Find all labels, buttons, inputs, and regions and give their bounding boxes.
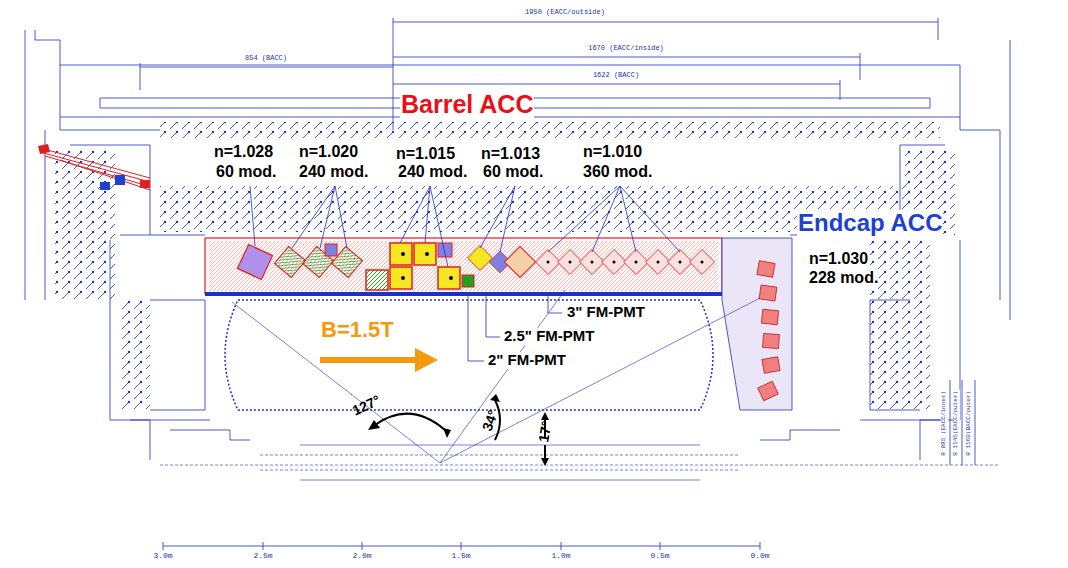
dimension-label: 1670 (EACC/inside) [587,45,665,53]
scale-tick: 0.0m [750,552,769,561]
field-label: B=1.5T [320,318,395,342]
index-label: n=1.015 [395,145,456,163]
angle-label: 17° [536,420,555,444]
index-label: n=1.028 [213,143,274,161]
index-label: n=1.020 [298,143,359,161]
radius-label: R 1145(EACC/outer) [953,390,960,457]
module-count: 60 mod. [482,163,544,181]
module-count: 228 mod. [808,269,879,287]
module-count: 240 mod. [298,163,369,181]
index-label: n=1.030 [808,250,869,268]
scale-tick: 0.5m [650,552,669,561]
radius-label: R 1160(BACC/outer) [966,390,973,457]
angle-label: 127° [350,393,383,419]
scale-tick: 1.5m [451,552,470,561]
section-title: Endcap ACC [797,210,943,236]
pmt-label: 2.5" FM-PMT [503,328,595,345]
pmt-label: 2" FM-PMT [487,352,567,369]
pmt-label: 3" FM-PMT [566,304,646,321]
scale-tick: 1.0m [551,552,570,561]
dimension-label: 1622 (BACC) [592,72,640,80]
dimension-label: 854 (BACC) [244,55,288,63]
scale-tick: 2.5m [253,552,272,561]
scale-tick: 2.0m [352,552,371,561]
angle-label: 34° [480,408,502,433]
module-count: 360 mod. [582,163,653,181]
index-label: n=1.013 [480,145,541,163]
scale-tick: 3.0m [153,552,172,561]
module-count: 240 mod. [397,163,468,181]
dimension-label: 1950 (EACC/outside) [524,9,606,17]
radius-label: R 885 (EACC/inner) [941,390,948,457]
index-label: n=1.010 [582,143,643,161]
section-title: Barrel ACC [400,91,534,119]
module-count: 60 mod. [215,163,277,181]
